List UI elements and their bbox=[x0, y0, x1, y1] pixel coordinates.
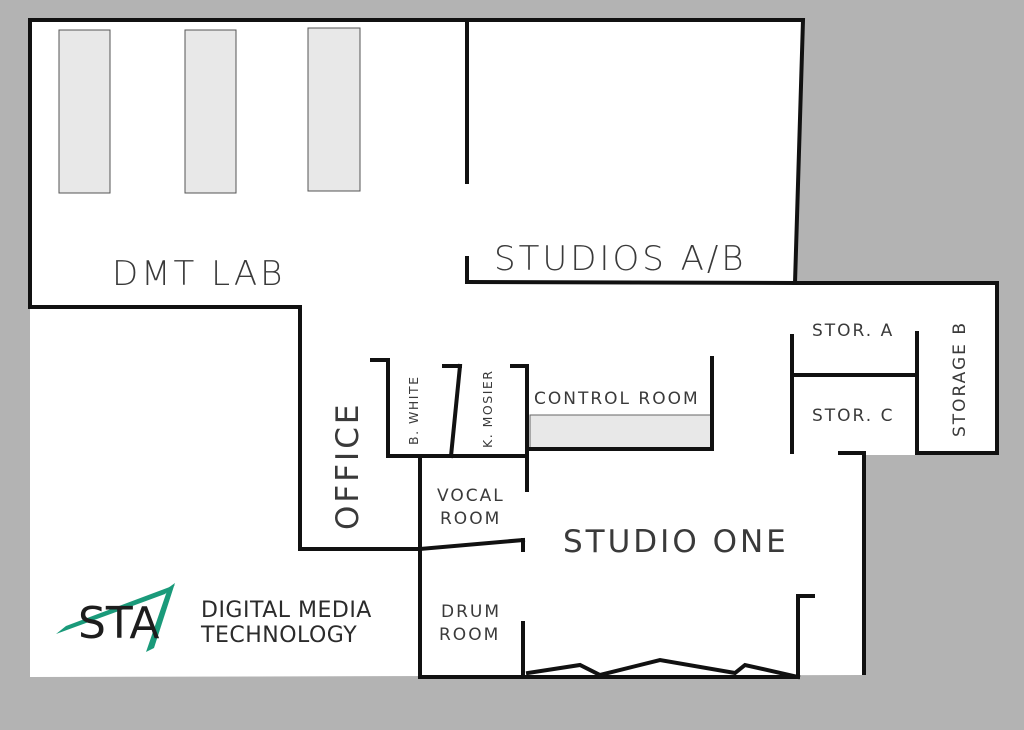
room-label-studios-ab: STUDIOS A/B bbox=[494, 239, 747, 279]
room-label-dmt-lab: DMT LAB bbox=[112, 254, 285, 294]
floor-area bbox=[30, 20, 997, 677]
room-label-k-mosier: K. MOSIER bbox=[480, 370, 495, 448]
room-label-drum-room-line1: DRUM bbox=[441, 602, 501, 622]
room-label-studio-one: STUDIO ONE bbox=[563, 524, 789, 560]
room-label-b-white: B. WHITE bbox=[406, 375, 421, 445]
logo-mark: STA bbox=[78, 598, 160, 649]
logo-line1: DIGITAL MEDIA bbox=[201, 598, 372, 623]
sta-logo: STA DIGITAL MEDIA TECHNOLOGY bbox=[56, 583, 372, 652]
room-label-office: OFFICE bbox=[330, 402, 366, 530]
room-label-stor-a: STOR. A bbox=[812, 321, 894, 341]
walls bbox=[28, 18, 999, 680]
lab-table bbox=[184, 29, 237, 194]
room-label-storage-b: STORAGE B bbox=[950, 321, 970, 437]
logo-line2: TECHNOLOGY bbox=[200, 623, 357, 648]
room-label-stor-c: STOR. C bbox=[812, 406, 894, 426]
control-room-console bbox=[529, 414, 712, 450]
lab-table bbox=[58, 29, 111, 194]
lab-tables bbox=[58, 27, 361, 194]
room-label-drum-room-line2: ROOM bbox=[439, 625, 500, 645]
room-label-vocal-room-line2: ROOM bbox=[440, 509, 501, 529]
logo-accent-swoosh bbox=[56, 585, 175, 634]
room-label-vocal-room-line1: VOCAL bbox=[437, 486, 505, 506]
room-label-control-room: CONTROL ROOM bbox=[534, 389, 700, 409]
logo-accent-stroke bbox=[146, 583, 175, 652]
lab-table bbox=[307, 27, 361, 192]
